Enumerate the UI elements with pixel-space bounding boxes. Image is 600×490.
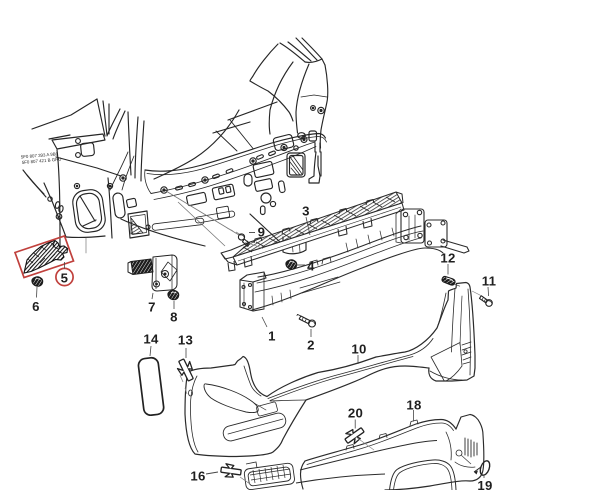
svg-text:20: 20: [348, 405, 363, 420]
svg-text:4: 4: [307, 258, 315, 273]
svg-text:12: 12: [440, 250, 455, 265]
svg-text:5: 5: [61, 270, 69, 285]
svg-text:13: 13: [178, 332, 193, 347]
svg-text:6: 6: [32, 299, 40, 314]
svg-text:19: 19: [477, 478, 492, 490]
svg-text:7: 7: [148, 299, 156, 314]
svg-text:2: 2: [307, 337, 315, 352]
svg-text:16: 16: [190, 468, 205, 483]
svg-text:5F0 807 393 A 9B9: 5F0 807 393 A 9B9: [21, 151, 59, 159]
svg-text:11: 11: [482, 273, 497, 288]
svg-text:18: 18: [406, 397, 421, 412]
svg-text:1: 1: [268, 328, 276, 343]
svg-text:3: 3: [302, 203, 310, 218]
svg-text:5F0 807 421 B GRU: 5F0 807 421 B GRU: [22, 157, 62, 165]
svg-text:14: 14: [143, 331, 159, 346]
svg-text:9: 9: [258, 224, 266, 239]
svg-text:10: 10: [351, 341, 366, 356]
svg-text:8: 8: [170, 309, 178, 324]
